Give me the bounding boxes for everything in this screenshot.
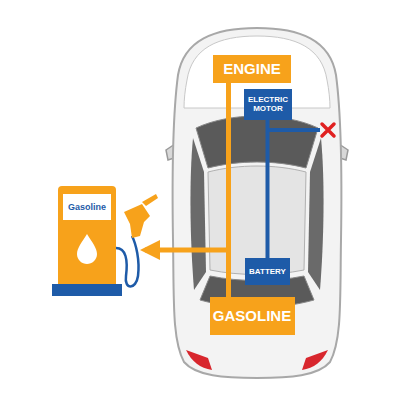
connector: [145, 250, 229, 297]
side-window: [308, 138, 324, 290]
tail-light: [302, 350, 328, 370]
component-box: ELECTRIC MOTOR: [244, 89, 292, 120]
side-window: [190, 138, 206, 290]
box-label: ENGINE: [223, 60, 281, 77]
no-charging-cross: [322, 124, 334, 136]
component-box: BATTERY: [245, 258, 290, 285]
charge-line: [268, 128, 321, 132]
box-label: ELECTRIC MOTOR: [246, 96, 290, 114]
tail-light: [186, 350, 212, 370]
box-label: BATTERY: [249, 267, 286, 276]
pump-label: Gasoline: [63, 194, 111, 220]
gas-pump: Gasoline: [52, 186, 142, 298]
box-label: GASOLINE: [213, 307, 291, 324]
component-box: ENGINE: [213, 55, 291, 83]
windshield: [196, 116, 318, 168]
component-box: GASOLINE: [210, 297, 295, 335]
connector: [266, 120, 270, 258]
car-body: [173, 28, 342, 378]
